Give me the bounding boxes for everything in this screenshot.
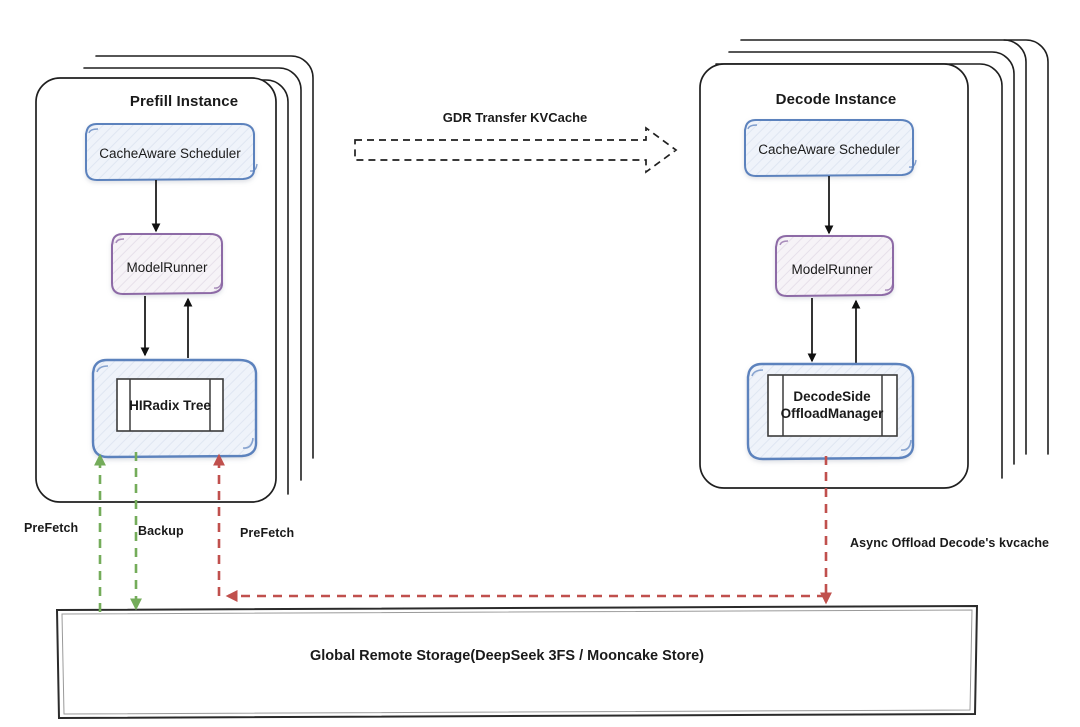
global-remote-storage-node[interactable]	[55, 604, 979, 720]
prefill-cacheaware-scheduler-node[interactable]	[85, 123, 258, 182]
prefetch-red-label: PreFetch	[240, 526, 295, 540]
backup-green-label: Backup	[138, 524, 184, 538]
gdr-transfer-label: GDR Transfer KVCache	[442, 110, 588, 125]
gdr-transfer-arrow	[354, 126, 678, 174]
decode-offload-manager-node[interactable]	[746, 362, 915, 461]
prefetch-green-label: PreFetch	[24, 521, 79, 535]
prefill-hiradix-process-box	[116, 378, 224, 432]
prefill-modelrunner-node[interactable]	[111, 233, 224, 296]
decode-modelrunner-label: ModelRunner	[791, 262, 873, 277]
decode-modelrunner-node[interactable]	[775, 235, 895, 298]
prefill-modelrunner-label: ModelRunner	[126, 260, 208, 275]
decode-cacheaware-scheduler-node[interactable]	[744, 119, 917, 178]
prefill-instance-title: Prefill Instance	[129, 93, 239, 110]
async-offload-label: Async Offload Decode's kvcache	[850, 536, 1050, 550]
decode-scheduler-label: CacheAware Scheduler	[758, 142, 900, 157]
prefill-scheduler-label: CacheAware Scheduler	[99, 146, 241, 161]
decode-offload-label-line2: OffloadManager	[780, 406, 884, 421]
decode-offload-process-box	[767, 374, 898, 437]
global-remote-storage-label: Global Remote Storage(DeepSeek 3FS / Moo…	[309, 648, 705, 664]
prefill-hiradix-label: HIRadix Tree	[129, 398, 211, 413]
decode-offload-label-line1: DecodeSide	[793, 389, 871, 404]
decode-instance-title: Decode Instance	[775, 91, 897, 108]
prefill-hiradix-tree-node[interactable]	[91, 358, 258, 459]
